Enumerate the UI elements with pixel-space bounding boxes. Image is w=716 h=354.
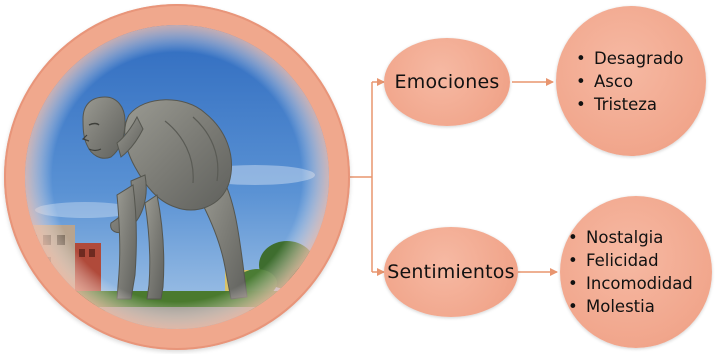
emociones-list: Desagrado Asco Tristeza [576,47,684,116]
sentimientos-node: Sentimientos [384,227,518,317]
list-item: Molestia [568,295,693,318]
list-item: Incomodidad [568,272,693,295]
branch-connector [350,82,373,272]
list-item: Felicidad [568,249,693,272]
emociones-label: Emociones [394,71,500,93]
emociones-node: Emociones [384,38,510,126]
list-item: Desagrado [576,47,684,70]
list-item: Nostalgia [568,226,693,249]
sentimientos-label: Sentimientos [387,261,515,283]
sentimientos-list: Nostalgia Felicidad Incomodidad Molestia [568,226,693,318]
list-item: Asco [576,70,684,93]
list-item: Tristeza [576,93,684,116]
photo-frame [4,4,350,350]
statue-photo [25,25,329,329]
emociones-list-node: Desagrado Asco Tristeza [556,6,706,156]
sentimientos-list-node: Nostalgia Felicidad Incomodidad Molestia [560,196,712,348]
statue-illustration [25,25,329,329]
